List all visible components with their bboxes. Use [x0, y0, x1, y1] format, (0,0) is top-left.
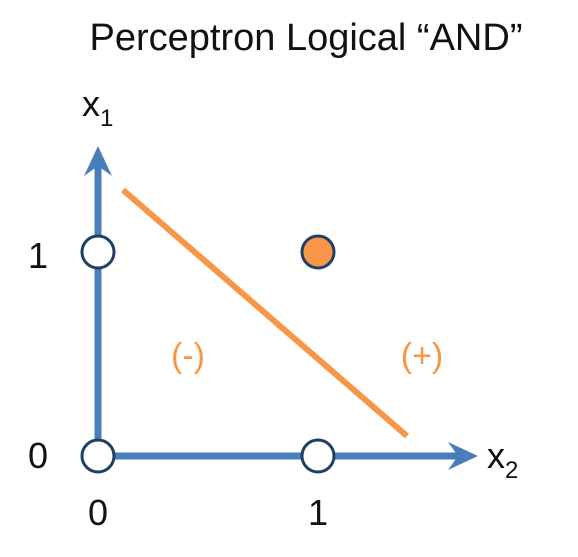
decision-boundary-line — [121, 187, 409, 439]
horizontal-axis-label: x2 — [487, 435, 518, 484]
horizontal-axis-label-subscript: 2 — [505, 457, 518, 484]
negative-region-label: (-) — [171, 337, 205, 375]
negative-point-1-0 — [300, 438, 336, 474]
negative-point-0-0 — [80, 438, 116, 474]
y-tick-0: 0 — [28, 435, 48, 476]
vertical-axis-label: x1 — [82, 83, 113, 132]
negative-point-0-1 — [80, 234, 116, 270]
diagram-title: Perceptron Logical “AND” — [90, 17, 523, 59]
vertical-axis-arrowhead — [84, 146, 112, 176]
x-tick-0: 0 — [88, 492, 108, 533]
horizontal-axis-label-base: x — [487, 435, 505, 476]
horizontal-axis-arrowhead — [448, 442, 478, 470]
positive-point-1-1 — [300, 234, 336, 270]
positive-region-label: (+) — [401, 337, 444, 375]
y-tick-1: 1 — [28, 235, 48, 276]
vertical-axis-label-base: x — [82, 83, 100, 124]
vertical-axis-label-subscript: 1 — [100, 105, 113, 132]
x-tick-1: 1 — [308, 492, 328, 533]
data-points — [80, 234, 336, 474]
